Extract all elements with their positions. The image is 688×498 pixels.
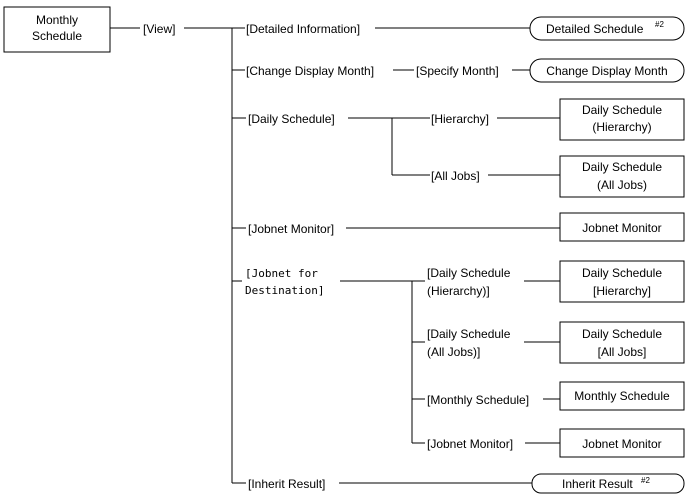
menu-daily-schedule: [Daily Schedule]	[248, 112, 335, 126]
screen-dest-jobnet-monitor-label: Jobnet Monitor	[582, 437, 661, 451]
screen-inherit-result-note: #2	[641, 476, 650, 485]
screen-dest-daily-all-jobs-line2: [All Jobs]	[598, 345, 647, 359]
screen-inherit-result-label: Inherit Result	[562, 477, 633, 491]
menu-dest-daily-all-jobs-line2: (All Jobs)]	[427, 345, 480, 359]
screen-dest-monthly-schedule: Monthly Schedule	[559, 381, 685, 411]
menu-hierarchy: [Hierarchy]	[431, 112, 489, 126]
menu-all-jobs: [All Jobs]	[431, 169, 480, 183]
screen-inherit-result: Inherit Result #2	[531, 473, 685, 494]
screen-detailed-schedule: Detailed Schedule #2	[529, 16, 685, 41]
screen-dest-daily-schedule-all-jobs: Daily Schedule [All Jobs]	[559, 321, 685, 364]
screen-daily-all-jobs-line2: (All Jobs)	[597, 178, 647, 192]
screen-daily-hierarchy-line2: (Hierarchy)	[592, 120, 651, 134]
node-monthly-schedule-line1: Monthly	[36, 13, 78, 27]
screen-dest-daily-schedule-hierarchy: Daily Schedule [Hierarchy]	[559, 260, 685, 303]
screen-dest-monthly-schedule-label: Monthly Schedule	[574, 389, 670, 403]
screen-detailed-schedule-note: #2	[655, 20, 664, 29]
screen-dest-daily-hierarchy-line2: [Hierarchy]	[593, 284, 651, 298]
menu-jobnet-for-destination-line2: Destination]	[245, 284, 324, 297]
node-monthly-schedule-line2: Schedule	[32, 29, 82, 43]
screen-daily-hierarchy-line1: Daily Schedule	[582, 103, 662, 117]
menu-jobnet-monitor: [Jobnet Monitor]	[248, 222, 334, 236]
screen-daily-schedule-hierarchy: Daily Schedule (Hierarchy)	[559, 98, 685, 141]
menu-dest-monthly-schedule: [Monthly Schedule]	[427, 393, 529, 407]
screen-jobnet-monitor: Jobnet Monitor	[559, 212, 685, 242]
menu-jobnet-for-destination-line1: [Jobnet for	[245, 267, 318, 280]
menu-detailed-information: [Detailed Information]	[246, 22, 360, 36]
screen-detailed-schedule-label: Detailed Schedule	[546, 22, 644, 36]
menu-change-display-month: [Change Display Month]	[246, 64, 374, 78]
menu-dest-daily-hierarchy-line1: [Daily Schedule	[427, 266, 511, 280]
screen-change-display-month-label: Change Display Month	[546, 64, 667, 78]
screen-daily-all-jobs-line1: Daily Schedule	[582, 160, 662, 174]
node-monthly-schedule: Monthly Schedule	[3, 6, 111, 53]
screen-dest-daily-all-jobs-line1: Daily Schedule	[582, 327, 662, 341]
menu-specify-month: [Specify Month]	[416, 64, 499, 78]
menu-dest-daily-hierarchy-line2: (Hierarchy)]	[427, 284, 490, 298]
menu-dest-jobnet-monitor: [Jobnet Monitor]	[427, 437, 513, 451]
screen-jobnet-monitor-label: Jobnet Monitor	[582, 221, 661, 235]
screen-daily-schedule-all-jobs: Daily Schedule (All Jobs)	[559, 155, 685, 198]
screen-dest-daily-hierarchy-line1: Daily Schedule	[582, 266, 662, 280]
menu-dest-daily-all-jobs-line1: [Daily Schedule	[427, 327, 511, 341]
screen-dest-jobnet-monitor: Jobnet Monitor	[559, 428, 685, 458]
screen-change-display-month: Change Display Month	[529, 58, 685, 83]
menu-view: [View]	[143, 22, 175, 36]
connector-lines	[110, 27, 560, 484]
menu-inherit-result: [Inherit Result]	[248, 477, 325, 491]
